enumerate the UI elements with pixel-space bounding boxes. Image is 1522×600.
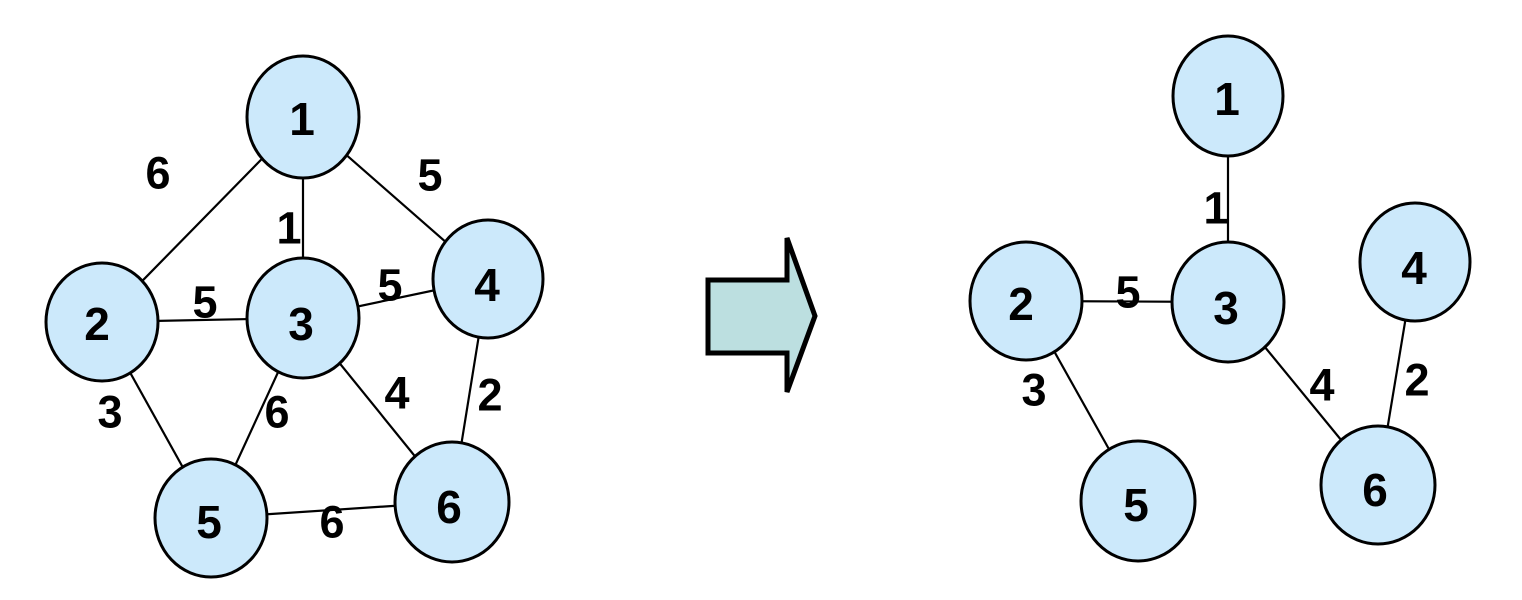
weight-3-6: 4 [384,368,409,419]
node-2-circle [44,261,160,383]
mst-weight-4-6: 2 [1404,355,1429,406]
weight-1-3: 1 [276,203,301,254]
mst-node-4-circle [1358,201,1472,323]
node-6-label: 6 [436,481,462,533]
node-2-label: 2 [84,298,110,350]
mst-node-1-circle [1171,34,1285,158]
mst-node-2-label: 2 [1008,278,1034,330]
right-arrow-icon [705,237,818,393]
weight-3-4: 5 [377,260,402,311]
node-3-label: 3 [288,298,314,350]
weight-4-6: 2 [477,370,502,421]
transformation-arrow [705,237,818,393]
mst-node-6-label: 6 [1362,464,1388,516]
weight-1-2: 6 [145,148,170,199]
mst-node-5-circle [1079,439,1197,563]
mst-graph-edge-weights: 1 5 3 4 2 [1021,183,1429,416]
weight-2-3: 5 [192,277,217,328]
original-graph-node-labels: 1 2 3 4 5 6 [84,93,500,548]
node-1-circle [245,54,361,180]
node-5-circle [153,457,269,579]
weight-3-5: 6 [264,387,289,438]
mst-node-5-label: 5 [1123,479,1149,531]
node-4-circle [431,218,545,340]
original-graph-node-shapes [44,54,545,579]
node-5-label: 5 [196,496,222,548]
node-6-circle [393,440,511,564]
original-graph-edge-weights: 6 1 5 5 5 3 6 4 2 6 [97,148,502,548]
mst-weight-1-3: 1 [1203,183,1228,234]
mst-weight-2-3: 5 [1115,267,1140,318]
mst-graph: 1 2 3 4 5 6 1 5 3 4 2 [968,34,1472,563]
weight-2-5: 3 [97,387,122,438]
original-graph: 1 2 3 4 5 6 6 1 5 5 5 3 6 4 2 6 [44,54,545,579]
mst-graph-node-labels: 1 2 3 4 5 6 [1008,73,1427,531]
mst-weight-2-5: 3 [1021,365,1046,416]
weight-5-6: 6 [319,497,344,548]
node-4-label: 4 [474,259,500,311]
mst-graph-node-shapes [968,34,1472,563]
mst-node-3-circle [1170,240,1286,364]
node-1-label: 1 [289,93,315,145]
node-3-circle [245,256,361,380]
mst-node-2-circle [968,240,1084,362]
weight-1-4: 5 [417,150,442,201]
mst-node-4-label: 4 [1401,242,1427,294]
mst-node-1-label: 1 [1214,73,1240,125]
mst-node-3-label: 3 [1213,282,1239,334]
mst-node-6-circle [1319,424,1437,546]
mst-weight-3-6: 4 [1309,360,1334,411]
